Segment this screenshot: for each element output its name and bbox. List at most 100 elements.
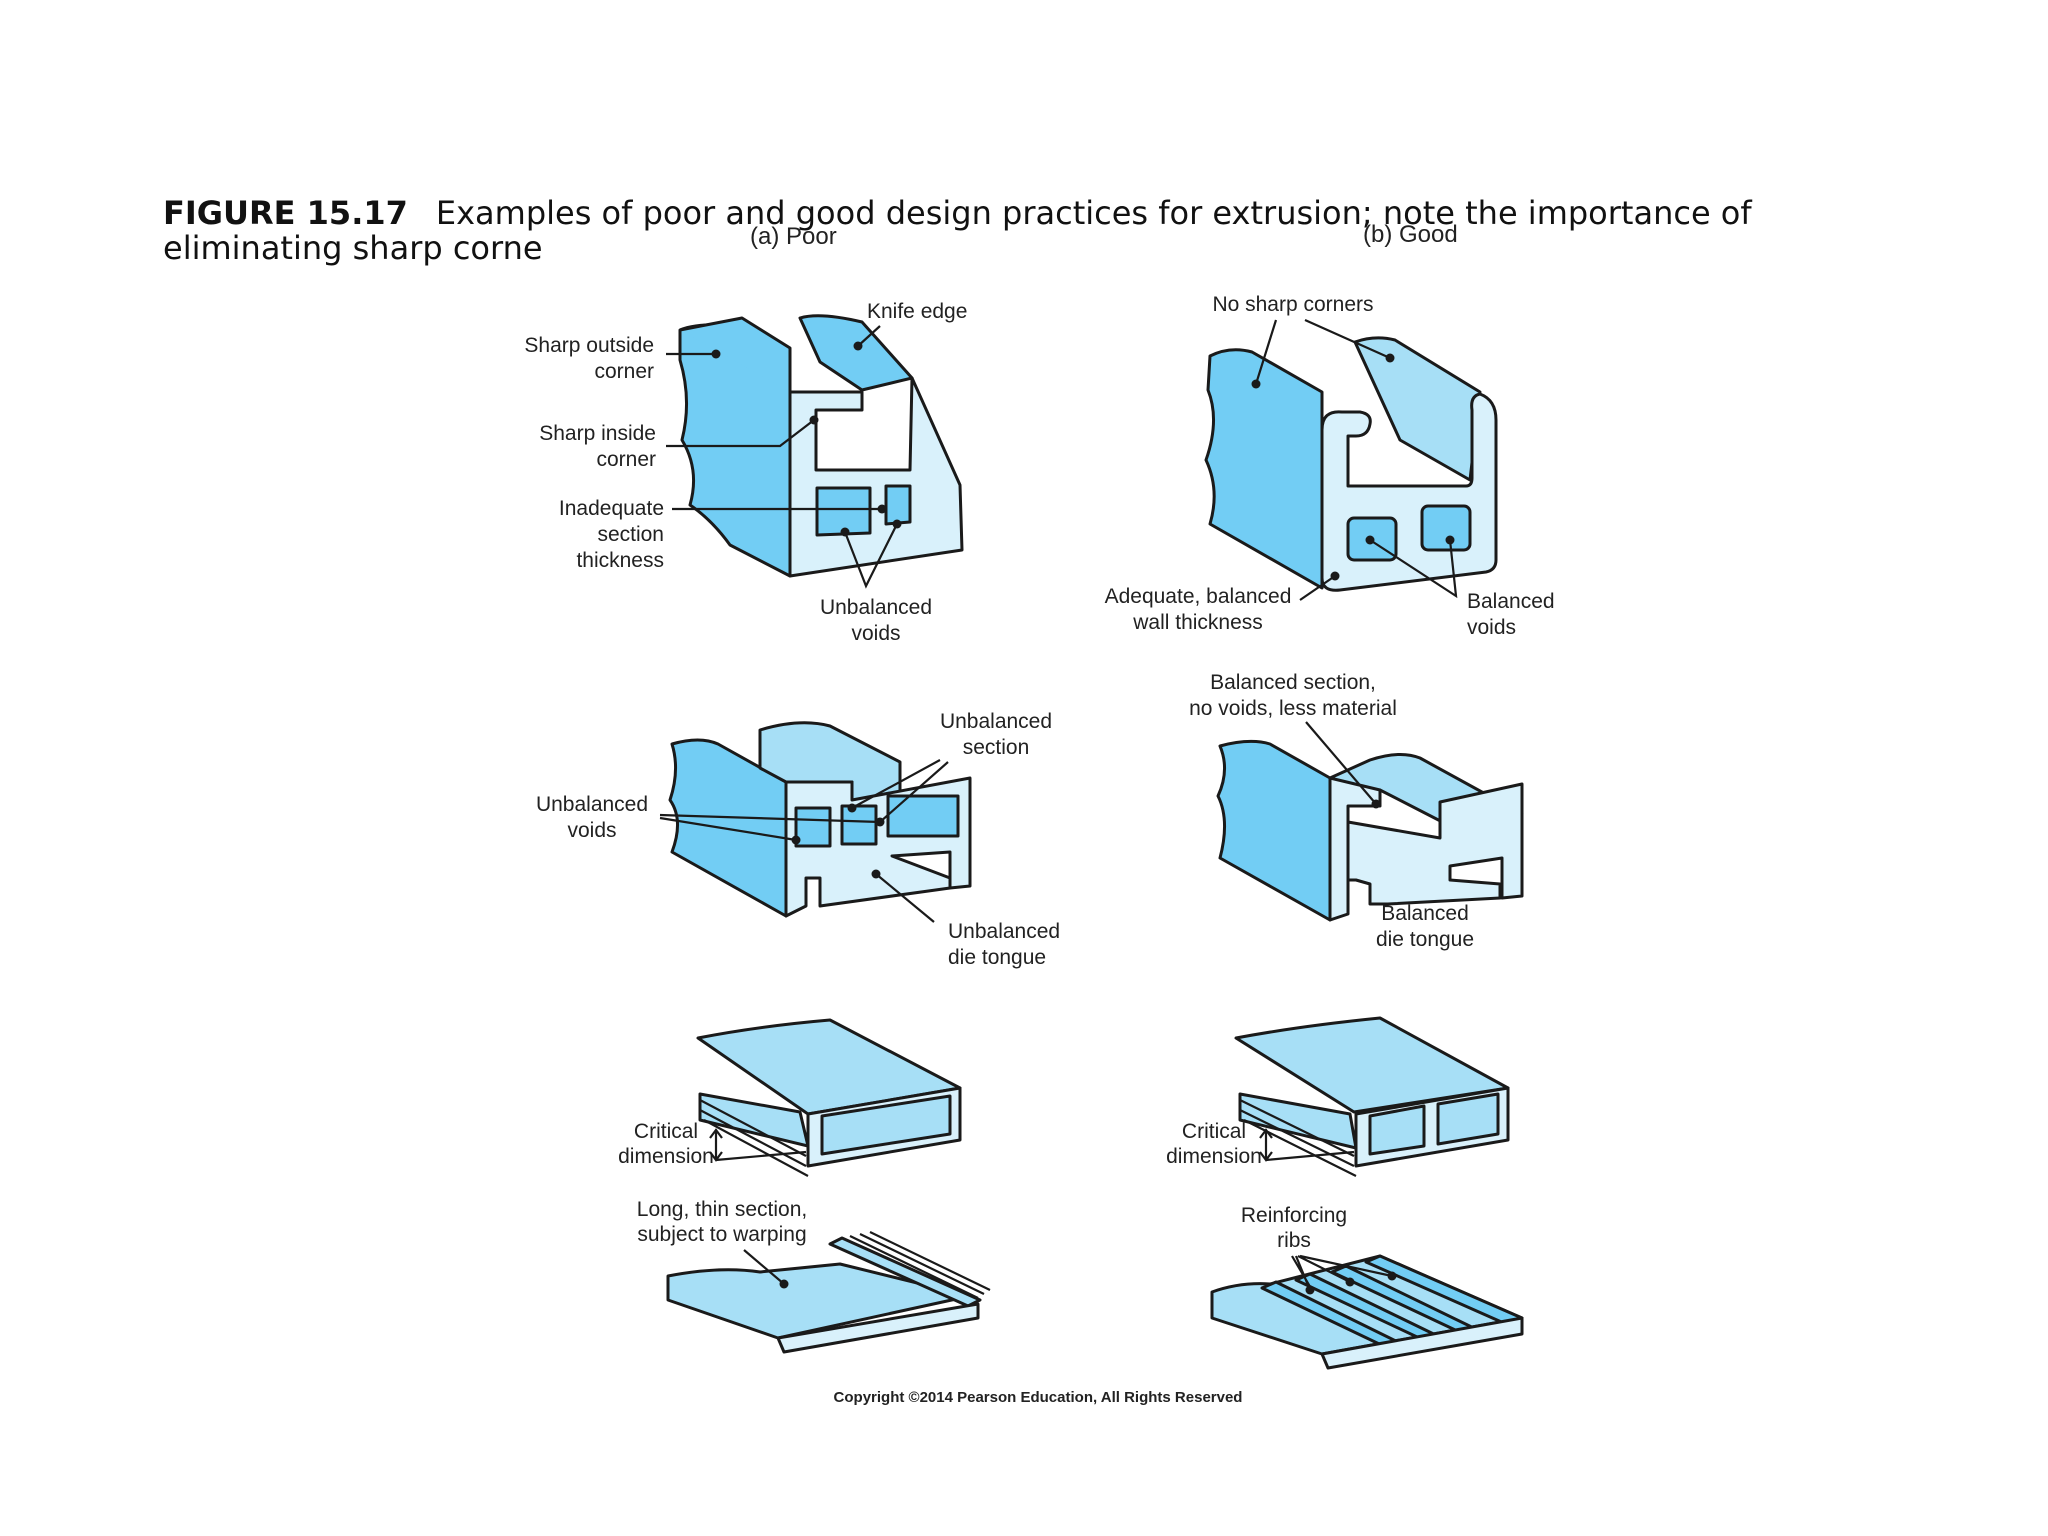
dot-sharp-outside <box>711 349 721 359</box>
dot-rib-1 <box>1305 1285 1315 1295</box>
label-inadequate-2: section <box>597 523 664 546</box>
critical-dim-good-arrow <box>1259 1128 1355 1162</box>
label-unbalanced-voids-b-2: voids <box>567 819 616 842</box>
poor-thin-section-extrusion <box>666 1231 991 1354</box>
dot-void-a-1 <box>840 527 850 537</box>
dot-void-a-2 <box>892 519 902 529</box>
label-sharp-outside-2: corner <box>594 360 654 383</box>
good-channel-extrusion <box>1204 336 1498 592</box>
label-critical-dim-good-1: Critical <box>1182 1120 1246 1143</box>
good-box-hollow-right <box>1436 1092 1500 1146</box>
dot-unbalanced-voids-b <box>791 835 801 845</box>
label-sharp-inside-1: Sharp inside <box>539 422 656 445</box>
good-channel-side-face <box>1204 348 1324 590</box>
good-divided-box-extrusion <box>1234 1016 1510 1177</box>
label-balanced-voids-1: Balanced <box>1467 590 1555 613</box>
dot-unbalanced-section-1 <box>847 803 857 813</box>
dot-balanced-void-2 <box>1445 535 1455 545</box>
good-channel-inner-wall <box>1353 336 1482 482</box>
poor-heading: (a) Poor <box>750 223 837 250</box>
dot-sharp-inside <box>809 415 819 425</box>
label-balanced-voids-2: voids <box>1467 616 1516 639</box>
good-box-hollow-left <box>1368 1104 1426 1156</box>
leader-long-thin <box>743 1249 785 1285</box>
leader-unbalanced-die-tongue <box>875 873 935 923</box>
label-adequate-1: Adequate, balanced <box>1105 585 1292 608</box>
label-long-thin-1: Long, thin section, <box>637 1198 807 1221</box>
label-balanced-die-tongue-1: Balanced <box>1381 902 1469 925</box>
poor-void-small <box>884 484 912 526</box>
label-adequate-2: wall thickness <box>1132 611 1263 634</box>
label-knife-edge: Knife edge <box>867 300 967 323</box>
label-unbalanced-voids-a-2: voids <box>851 622 900 645</box>
dot-adequate <box>1330 571 1340 581</box>
poor-channel-extrusion <box>678 314 964 578</box>
label-sharp-outside-1: Sharp outside <box>524 334 654 357</box>
label-reinforcing-1: Reinforcing <box>1241 1204 1347 1227</box>
label-balanced-die-tongue-2: die tongue <box>1376 928 1474 951</box>
good-balanced-side-face <box>1216 739 1332 922</box>
leader-no-sharp-corners <box>1254 318 1391 385</box>
copyright-notice: Copyright ©2014 Pearson Education, All R… <box>834 1389 1243 1406</box>
dot-inadequate <box>877 504 887 514</box>
label-inadequate-3: thickness <box>576 549 664 572</box>
label-unbalanced-die-tongue-2: die tongue <box>948 946 1046 969</box>
good-balanced-extrusion <box>1216 739 1524 922</box>
label-critical-dim-poor-2: dimension <box>618 1145 714 1168</box>
dot-rib-3 <box>1387 1271 1397 1281</box>
poor-channel-top-edge <box>679 316 792 392</box>
poor-void-large <box>815 486 872 537</box>
label-reinforcing-2: ribs <box>1277 1229 1311 1252</box>
label-unbalanced-voids-a-1: Unbalanced <box>820 596 932 619</box>
poor-thin-end-face <box>776 1302 980 1354</box>
poor-thin-top-face <box>666 1262 972 1340</box>
poor-multivoid-void-1 <box>794 806 832 848</box>
figure-number: FIGURE 15.17 <box>163 194 408 232</box>
poor-box-hollow <box>820 1094 952 1156</box>
leader-knife-edge <box>857 325 881 347</box>
label-unbalanced-section-2: section <box>963 736 1030 759</box>
dot-rib-2 <box>1345 1277 1355 1287</box>
good-heading: (b) Good <box>1363 221 1458 248</box>
dot-knife-edge <box>853 341 863 351</box>
label-sharp-inside-2: corner <box>596 448 656 471</box>
dot-no-sharp-2 <box>1385 353 1395 363</box>
leader-balanced-voids <box>1369 539 1458 599</box>
leader-sharp-inside <box>666 419 815 448</box>
label-critical-dim-good-2: dimension <box>1166 1145 1262 1168</box>
poor-multivoid-void-2 <box>840 804 878 846</box>
good-void-right <box>1420 504 1472 552</box>
good-box-flange-lines <box>1239 1099 1357 1177</box>
label-balanced-section-1: Balanced section, <box>1210 671 1376 694</box>
label-no-sharp-corners: No sharp corners <box>1212 293 1373 316</box>
poor-thin-rib-lines <box>849 1231 991 1299</box>
poor-channel-end-face <box>788 376 964 578</box>
leader-unbalanced-section <box>851 759 949 823</box>
good-balanced-end-face <box>1328 776 1524 922</box>
caption-text: Examples of poor and good design practic… <box>163 194 1752 267</box>
label-balanced-section-2: no voids, less material <box>1189 697 1397 720</box>
dot-long-thin <box>779 1279 789 1289</box>
good-ribbed-end-face <box>1320 1316 1524 1370</box>
label-unbalanced-voids-b-1: Unbalanced <box>536 793 648 816</box>
good-ribbed-section-extrusion <box>1210 1254 1524 1370</box>
leader-adequate <box>1299 575 1336 601</box>
label-long-thin-2: subject to warping <box>637 1223 806 1246</box>
leader-unbalanced-voids-a <box>843 523 898 589</box>
poor-hollow-box-extrusion <box>696 1018 962 1177</box>
leader-balanced-section <box>1305 721 1377 805</box>
dot-unbalanced-die-tongue <box>871 869 881 879</box>
dot-balanced-void-1 <box>1365 535 1375 545</box>
dot-balanced-section <box>1371 799 1381 809</box>
poor-box-flange-lines <box>699 1099 809 1177</box>
critical-dim-poor-arrow <box>709 1128 807 1162</box>
poor-channel-inner-wall <box>798 314 914 392</box>
good-box-top-face <box>1234 1016 1510 1114</box>
label-unbalanced-die-tongue-1: Unbalanced <box>948 920 1060 943</box>
poor-box-top-face <box>696 1018 962 1116</box>
label-inadequate-1: Inadequate <box>559 497 664 520</box>
poor-multivoid-void-3 <box>886 794 960 838</box>
leader-reinforcing-ribs <box>1291 1254 1393 1291</box>
